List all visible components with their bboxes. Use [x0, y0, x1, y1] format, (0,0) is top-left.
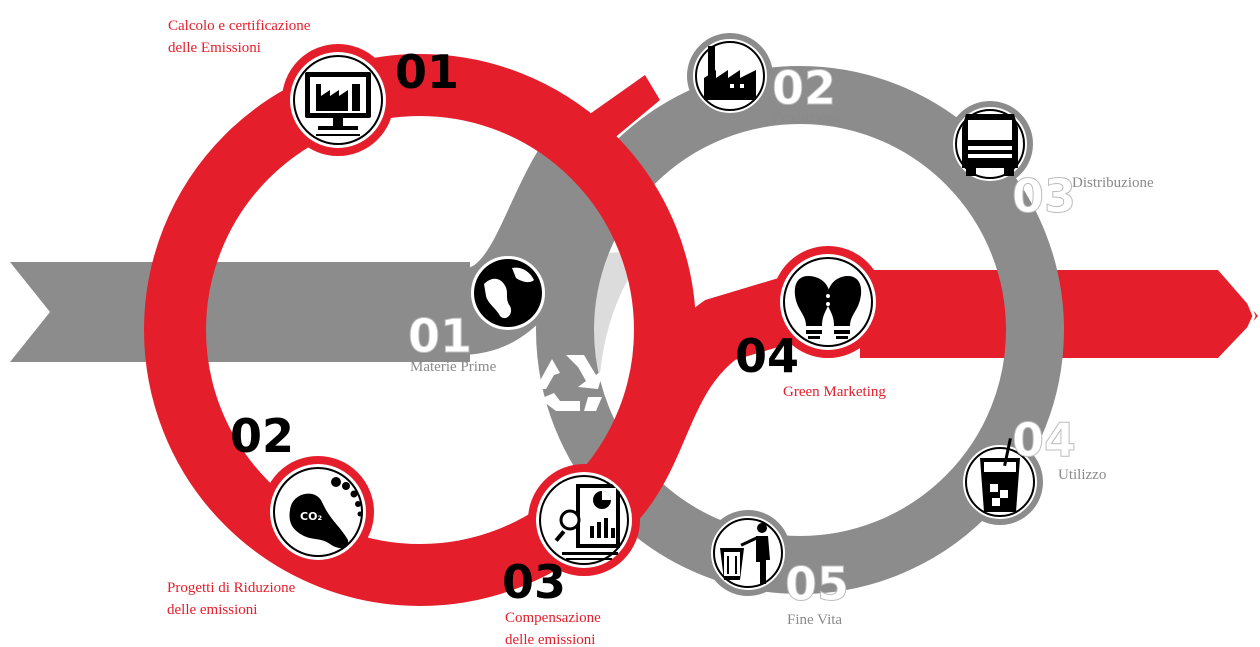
factory-monitor-icon	[305, 72, 371, 136]
gray-label-2: Produzione	[773, 110, 842, 126]
gray-node-3[interactable]	[947, 101, 1033, 187]
gray-number-3: 03	[1012, 169, 1076, 223]
gray-node-2[interactable]	[687, 33, 773, 119]
report-analysis-icon	[554, 484, 620, 560]
red-label-4: Green Marketing	[783, 384, 886, 400]
svg-text:CO₂: CO₂	[300, 510, 322, 523]
gray-node-5[interactable]	[705, 510, 791, 596]
gray-node-4[interactable]	[957, 438, 1043, 525]
red-exit-arrow-tip-line	[1234, 271, 1256, 357]
red-number-3: 03	[502, 555, 566, 609]
gray-number-2: 02	[772, 61, 836, 115]
gray-label-3: Distribuzione	[1072, 175, 1154, 191]
gray-label-4: Utilizzo	[1058, 467, 1106, 483]
gray-entry-arrow	[10, 262, 470, 362]
co2-footprint-icon: CO₂	[289, 477, 363, 549]
gray-label-1: Materie Prime	[410, 359, 497, 375]
red-number-4: 04	[735, 329, 799, 383]
trash-bin-person-icon	[720, 523, 770, 584]
gray-number-1: 01	[408, 309, 472, 363]
red-number-1: 01	[395, 45, 459, 99]
gray-number-4: 04	[1012, 413, 1076, 467]
red-node-3[interactable]	[528, 464, 640, 576]
red-node-1[interactable]	[282, 44, 394, 156]
recycle-icon	[536, 355, 604, 411]
gray-label-5: Fine Vita	[787, 612, 842, 628]
gray-number-5: 05	[785, 557, 849, 611]
red-node-4[interactable]	[772, 246, 884, 358]
factory-icon	[704, 46, 756, 100]
drink-glass-icon	[980, 438, 1020, 512]
red-loop-ring	[144, 54, 696, 606]
truck-icon	[962, 114, 1018, 176]
red-node-2[interactable]: CO₂	[262, 456, 374, 568]
gray-node-1[interactable]	[465, 250, 551, 336]
gray-loop-ring	[536, 66, 1064, 594]
lightbulb-heads-icon	[794, 276, 862, 339]
red-number-2: 02	[230, 409, 294, 463]
red-ring-notch	[591, 72, 641, 98]
red-ring-end	[560, 75, 660, 150]
